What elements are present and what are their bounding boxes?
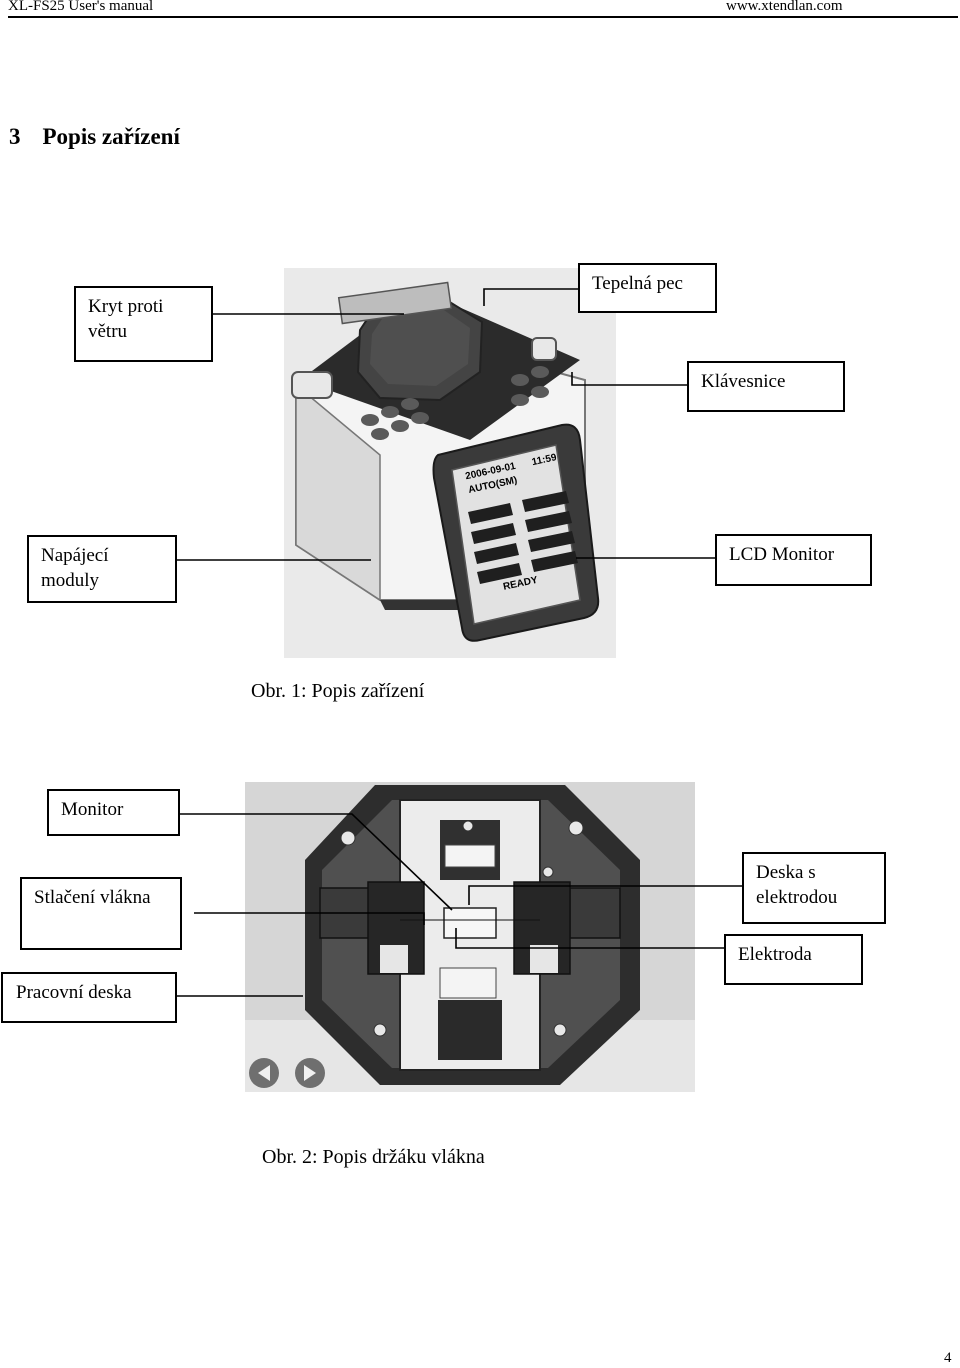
label-keypad: Klávesnice [687,361,845,412]
fig2-leader-lines [176,813,742,997]
label-power-modules: Napájecí moduly [27,535,177,603]
section-number: 3 [9,124,21,149]
label-lcd-monitor: LCD Monitor [715,534,872,586]
section-heading: 3 Popis zařízení [9,124,180,150]
fig1-leader-lines [176,288,716,561]
page-number: 4 [944,1350,952,1366]
header-url: www.xtendlan.com [726,0,843,14]
fiber-holder-photo [245,782,695,1092]
figure1-caption: Obr. 1: Popis zařízení [251,680,425,702]
figure2-caption: Obr. 2: Popis držáku vlákna [262,1146,485,1168]
lcd-status: READY [502,574,539,593]
header-title: XL-FS25 User's manual [8,0,154,14]
label-wind-cover: Kryt proti větru [74,286,213,362]
label-monitor: Monitor [47,789,180,836]
header-rule [8,16,958,18]
splicer-photo [284,268,616,658]
label-electrode-plate: Deska s elektrodou [742,852,886,924]
label-electrode: Elektroda [724,934,863,985]
label-fiber-clamp: Stlačení vlákna [20,877,182,950]
label-work-plate: Pracovní deska [1,972,177,1023]
label-heater: Tepelná pec [578,263,717,313]
lcd-time: 11:59 [530,452,558,469]
section-title: Popis zařízení [42,124,180,149]
